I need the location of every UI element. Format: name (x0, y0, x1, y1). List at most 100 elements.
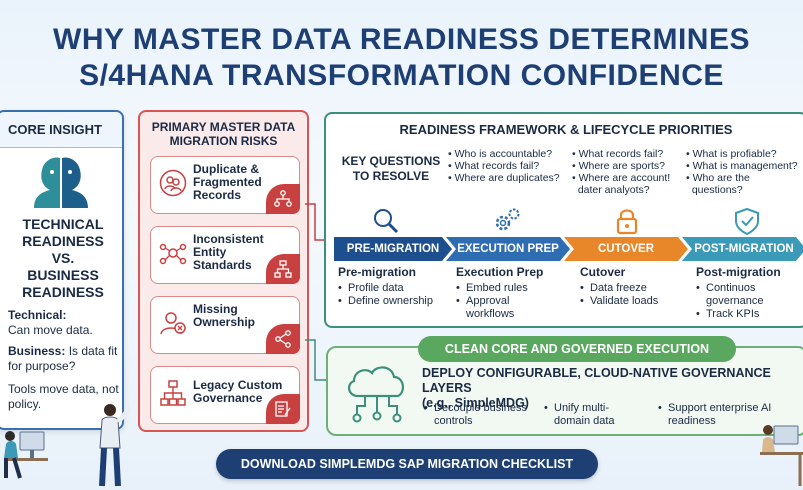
clean-core-item: Support enterprise AI readiness (658, 402, 798, 428)
network-icon (159, 243, 187, 265)
phase-detail-post-migration: Post-migration Continuos governance Trac… (696, 265, 796, 322)
key-questions-line-1: KEY QUESTIONS (341, 154, 441, 168)
technical-label: Technical: (8, 308, 67, 322)
hierarchy-icon (274, 260, 292, 278)
shield-check-icon (735, 207, 759, 236)
risk-card-duplicates: Duplicate & Fragmented Records (150, 156, 300, 214)
big-line-4: BUSINESS (27, 267, 99, 283)
risk-corner-badge (266, 184, 300, 214)
question-column-1: • Who is accountable? • What records fai… (448, 148, 560, 184)
phase-detail-name: Cutover (580, 265, 626, 279)
cloud-network-icon (348, 366, 404, 423)
network-icon (274, 190, 292, 207)
framework-panel: READINESS FRAMEWORK & LIFECYCLE PRIORITI… (324, 112, 803, 328)
phase-detail-pre-migration: Pre-migration Profile data Define owners… (338, 265, 450, 309)
share-icon (275, 330, 291, 348)
two-heads-icon (34, 157, 88, 208)
risks-panel: PRIMARY MASTER DATA MIGRATION RISKS Dupl… (138, 110, 309, 432)
big-line-5: READINESS (22, 284, 104, 300)
question: • What is profiable? (686, 148, 777, 160)
search-icon (374, 209, 399, 234)
question: • Where are duplicates? (448, 172, 560, 184)
phase-detail-execution-prep: Execution Prep Embed rules Approval work… (456, 266, 556, 321)
question-column-2: • What records fail? • Where are sports?… (572, 148, 670, 196)
phase-detail-name: Execution Prep (456, 265, 544, 279)
risk-corner-badge (266, 324, 300, 354)
clean-core-panel: CLEAN CORE AND GOVERNED EXECUTION DEPLOY… (326, 336, 803, 436)
phase-detail-item: Embed rules (456, 282, 556, 295)
phase-detail-item: Track KPIs (696, 308, 796, 321)
business-note: Business: Is data fit for purpose? (8, 344, 120, 374)
page-title: WHY MASTER DATA READINESS DETERMINES S/4… (0, 22, 803, 94)
title-line-1: WHY MASTER DATA READINESS DETERMINES (53, 23, 750, 56)
question: • Where are sports? (572, 160, 665, 172)
person-standing-illustration (99, 404, 132, 487)
risk-card-ownership: Missing Ownership (150, 296, 300, 354)
phase-execution-prep: EXECUTION PREP (446, 237, 570, 261)
users-icon (159, 169, 187, 197)
technical-note: Technical: Can move data. (8, 308, 120, 338)
lock-icon (616, 209, 638, 235)
question: • What records fail? (572, 148, 664, 160)
gears-icon (495, 208, 520, 231)
risk-label: Inconsistent Entity Standards (193, 232, 264, 272)
phase-cutover: CUTOVER (564, 237, 688, 261)
question: dater analyots? (572, 184, 650, 196)
tools-note: Tools move data, not policy. (8, 382, 119, 411)
person-x-icon (160, 312, 186, 335)
phase-detail-item: Define ownership (338, 295, 450, 308)
clean-core-item: Unify multi-domain data (544, 402, 644, 428)
risk-corner-badge (266, 394, 300, 424)
person-at-desk-illustration-right (760, 425, 803, 486)
phase-detail-item: Approval workflows (456, 295, 536, 321)
core-insight-panel: CORE INSIGHT TECHNICAL READINESS VS. BUS… (0, 110, 124, 430)
phase-detail-name: Post-migration (696, 265, 781, 279)
phase-detail-cutover: Cutover Data freeze Validate loads (580, 265, 680, 309)
risk-card-standards: Inconsistent Entity Standards (150, 226, 300, 284)
phase-detail-name: Pre-migration (338, 265, 417, 279)
core-insight-heading: CORE INSIGHT (0, 112, 122, 148)
clean-core-main-line-1: DEPLOY CONFIGURABLE, CLOUD-NATIVE GOVERN… (422, 366, 771, 395)
connector-lines (305, 203, 327, 381)
title-line-2: S/4HANA TRANSFORMATION CONFIDENCE (79, 59, 724, 92)
key-questions-label: KEY QUESTIONS TO RESOLVE (336, 154, 446, 184)
person-at-desk-illustration (4, 431, 48, 479)
document-edit-icon (275, 401, 291, 417)
big-line-3: VS. (51, 250, 75, 266)
big-line-1: TECHNICAL (22, 216, 104, 232)
risk-corner-badge (266, 254, 300, 284)
question: • What is management? (686, 160, 798, 172)
download-checklist-button[interactable]: DOWNLOAD SIMPLEMDG SAP MIGRATION CHECKLI… (216, 449, 598, 479)
risks-title: PRIMARY MASTER DATA MIGRATION RISKS (140, 120, 307, 148)
risk-card-governance: Legacy Custom Governance (150, 366, 300, 424)
risk-label: Legacy Custom Governance (193, 378, 283, 405)
risks-title-line-2: MIGRATION RISKS (169, 134, 278, 148)
clean-core-item: Decouple business controls (424, 402, 534, 428)
key-questions-line-2: TO RESOLVE (352, 169, 430, 183)
question: • Who are the (686, 172, 750, 184)
phase-post-migration: POST-MIGRATION (682, 237, 803, 261)
clean-core-item-text: Support enterprise AI readiness (658, 402, 798, 428)
question: • What records fail? (448, 160, 540, 172)
framework-title: READINESS FRAMEWORK & LIFECYCLE PRIORITI… (399, 122, 733, 137)
question-column-3: • What is profiable? • What is managemen… (686, 148, 798, 196)
question: questions? (686, 184, 743, 196)
risk-label: Missing Ownership (193, 302, 256, 329)
risk-label: Duplicate & Fragmented Records (193, 162, 262, 202)
question: • Where are account! (572, 172, 671, 184)
business-text: Is data fit for purpose? (8, 344, 118, 373)
big-line-2: READINESS (22, 233, 104, 249)
readiness-comparison: TECHNICAL READINESS VS. BUSINESS READINE… (4, 216, 122, 301)
clean-core-item-text: Decouple business controls (424, 402, 534, 428)
hierarchy-icon (160, 380, 186, 406)
clean-core-pill: CLEAN CORE AND GOVERNED EXECUTION (418, 336, 736, 362)
phase-detail-item: Data freeze (580, 282, 680, 295)
business-label: Business: (8, 344, 66, 358)
risks-title-line-1: PRIMARY MASTER DATA (151, 120, 296, 134)
phase-detail-item: Profile data (338, 282, 450, 295)
question: • Who is accountable? (448, 148, 553, 160)
phase-pre-migration: PRE-MIGRATION (334, 237, 452, 261)
clean-core-item-text: Unify multi-domain data (544, 402, 644, 428)
phase-detail-item: Validate loads (580, 295, 680, 308)
phase-detail-item: Continuos governance (696, 282, 768, 308)
